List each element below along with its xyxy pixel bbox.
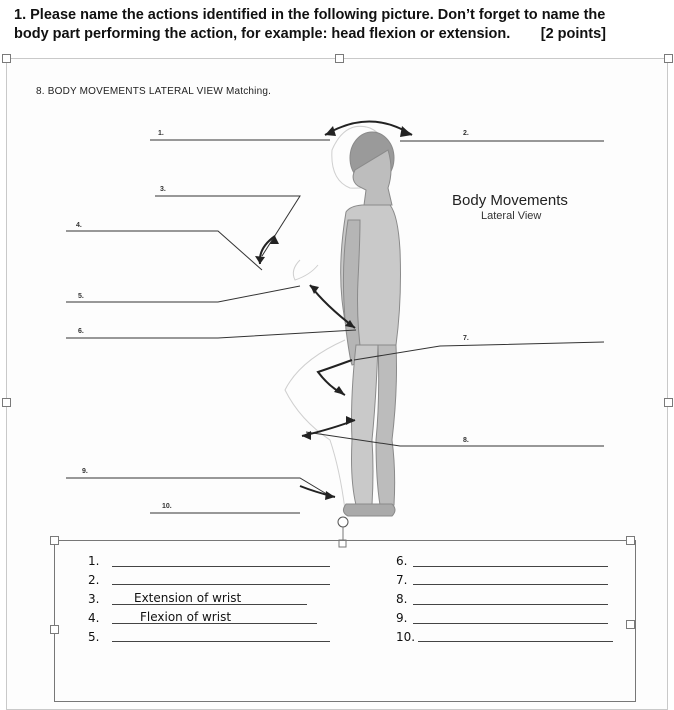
- answer-num-3: 3.: [88, 592, 100, 606]
- answer-blank-5[interactable]: [112, 641, 330, 642]
- resize-handle-top-right[interactable]: [664, 54, 673, 63]
- worksheet-image-frame[interactable]: [6, 58, 668, 710]
- resize-handle-left[interactable]: [2, 398, 11, 407]
- answer-text-4: Flexion of wrist: [140, 610, 232, 624]
- label-1: 1.: [158, 130, 164, 137]
- label-6: 6.: [78, 328, 84, 335]
- answer-num-2: 2.: [88, 573, 100, 587]
- arrowheads: [255, 126, 412, 500]
- answer-handle-left[interactable]: [50, 625, 59, 634]
- label-leader-lines: [66, 139, 605, 514]
- answer-num-9: 9.: [396, 611, 408, 625]
- answer-handle-right[interactable]: [626, 620, 635, 629]
- human-figure: [340, 131, 401, 517]
- question-header: 1. Please name the actions identified in…: [14, 6, 654, 44]
- answer-blank-2[interactable]: [112, 584, 330, 585]
- question-points: [2 points]: [540, 26, 606, 42]
- question-line-2: body part performing the action, for exa…: [14, 26, 511, 42]
- label-10: 10.: [162, 503, 172, 510]
- resize-handle-top-center[interactable]: [335, 54, 344, 63]
- label-2: 2.: [463, 130, 469, 137]
- label-8: 8.: [463, 437, 469, 444]
- answer-blank-1[interactable]: [112, 566, 330, 567]
- answer-num-5: 5.: [88, 630, 100, 644]
- resize-handle-right[interactable]: [664, 398, 673, 407]
- label-3: 3.: [160, 186, 166, 193]
- answer-handle-top-left[interactable]: [50, 536, 59, 545]
- question-line-1: 1. Please name the actions identified in…: [14, 7, 606, 23]
- answer-blank-6[interactable]: [413, 566, 608, 567]
- label-5: 5.: [78, 293, 84, 300]
- clip-marker-icon: [337, 516, 349, 528]
- ghost-arm-outline: [292, 259, 319, 281]
- worksheet-title: 8. BODY MOVEMENTS LATERAL VIEW Matching.: [36, 86, 272, 97]
- answer-handle-top-right[interactable]: [626, 536, 635, 545]
- answer-num-7: 7.: [396, 573, 408, 587]
- answer-blank-9[interactable]: [413, 623, 608, 624]
- answer-num-1: 1.: [88, 554, 100, 568]
- answer-text-3: Extension of wrist: [134, 591, 242, 605]
- answer-blank-4[interactable]: [112, 623, 317, 624]
- resize-handle-top-left[interactable]: [2, 54, 11, 63]
- label-4: 4.: [76, 222, 82, 229]
- answer-blank-10[interactable]: [418, 641, 613, 642]
- answer-blank-8[interactable]: [413, 604, 608, 605]
- answer-blank-7[interactable]: [413, 584, 608, 585]
- label-7: 7.: [463, 335, 469, 342]
- answer-num-4: 4.: [88, 611, 100, 625]
- ghost-leg-outline: [284, 339, 346, 511]
- diagram-title: Body Movements: [452, 192, 568, 209]
- diagram-subtitle: Lateral View: [481, 210, 542, 222]
- answer-num-10: 10.: [396, 630, 416, 644]
- answer-num-8: 8.: [396, 592, 408, 606]
- label-9: 9.: [82, 468, 88, 475]
- answer-blank-3[interactable]: [112, 604, 307, 605]
- answer-num-6: 6.: [396, 554, 408, 568]
